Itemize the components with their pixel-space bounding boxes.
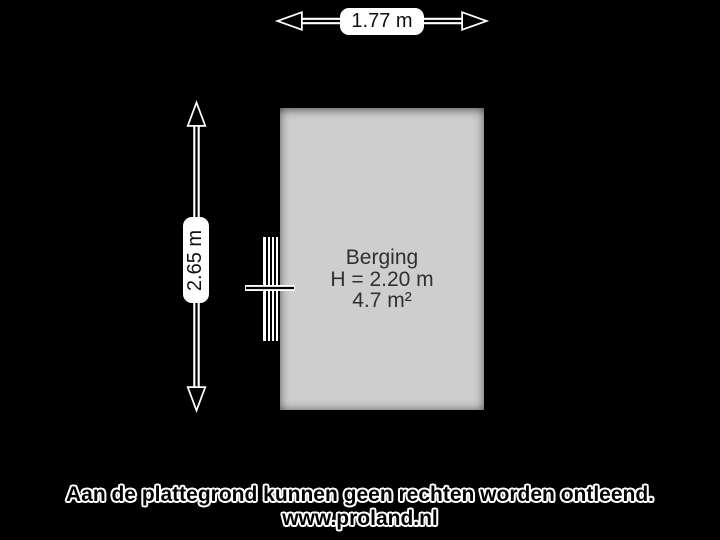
- footer-caption: Aan de plattegrond kunnen geen rechten w…: [0, 483, 720, 530]
- height-dimension-value: 2.65 m: [184, 229, 207, 291]
- arrowhead-right-icon: [461, 11, 490, 31]
- footer-website: www.proland.nl: [282, 506, 438, 530]
- room-ceiling-height: H = 2.20 m: [330, 267, 434, 291]
- room-name: Berging: [345, 246, 419, 269]
- width-dimension-value: 1.77 m: [351, 10, 413, 32]
- arrowhead-down-icon: [186, 386, 207, 413]
- arrowhead-up-icon: [186, 100, 207, 127]
- room-label: Berging H = 2.20 m 4.7 m²: [282, 247, 482, 312]
- room-floor: [280, 108, 484, 410]
- height-dimension-label: 2.65 m: [183, 217, 209, 303]
- footer-disclaimer: Aan de plattegrond kunnen geen rechten w…: [65, 483, 655, 506]
- room-area: 4.7 m²: [352, 289, 412, 312]
- width-dimension-label: 1.77 m: [340, 8, 424, 35]
- arrowhead-left-icon: [274, 11, 303, 31]
